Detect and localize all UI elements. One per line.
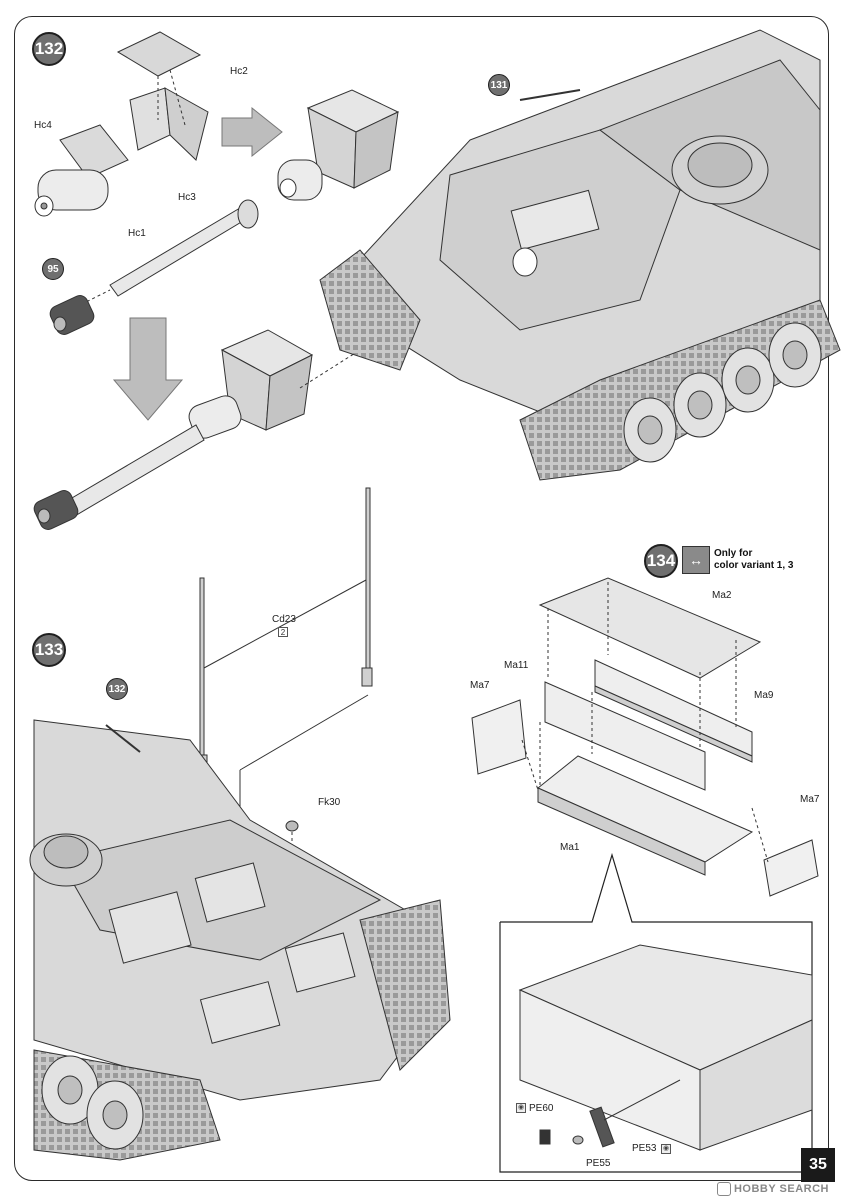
crate-detail bbox=[518, 944, 813, 1151]
label-ma9: Ma9 bbox=[754, 690, 774, 701]
page-number: 35 bbox=[801, 1148, 835, 1182]
label-hc4: Hc4 bbox=[34, 120, 52, 131]
label-ma2: Ma2 bbox=[712, 590, 732, 601]
label-hc1: Hc1 bbox=[128, 228, 146, 239]
photo-etch-icon: ◉ bbox=[516, 1103, 526, 1113]
label-hc3: Hc3 bbox=[178, 192, 196, 203]
detail-callout bbox=[499, 852, 813, 1173]
label-ma7-right: Ma7 bbox=[800, 794, 820, 805]
step132-mantlet-parts bbox=[34, 31, 209, 217]
tank-rear-view bbox=[29, 719, 451, 1161]
variant-icon: ↔ bbox=[682, 546, 710, 574]
ref-131-badge: 131 bbox=[488, 74, 510, 96]
photo-etch-icon: ◉ bbox=[661, 1144, 671, 1154]
watermark-text: HOBBY SEARCH bbox=[733, 1183, 829, 1195]
label-pe53: PE53 bbox=[632, 1143, 657, 1154]
down-arrow-icon bbox=[112, 317, 184, 421]
variant-note-line2: color variant 1, 3 bbox=[714, 560, 794, 571]
variant-note-line1: Only for bbox=[714, 548, 753, 559]
label-pe55: PE55 bbox=[586, 1158, 611, 1169]
label-ma1: Ma1 bbox=[560, 842, 580, 853]
muzzle-brake-95 bbox=[49, 295, 95, 335]
label-fk30: Fk30 bbox=[318, 797, 341, 808]
label-cd23-quantity: 2 bbox=[278, 627, 288, 637]
right-arrow-icon bbox=[221, 106, 283, 158]
assembled-mantlet bbox=[277, 89, 400, 201]
watermark: HOBBY SEARCH bbox=[716, 1182, 829, 1196]
page-border bbox=[14, 16, 829, 1181]
step-134-badge: 134 bbox=[644, 544, 678, 578]
label-cd23: Cd23 bbox=[272, 614, 296, 625]
crate-exploded bbox=[471, 577, 819, 897]
variant-note: Only for color variant 1, 3 bbox=[714, 548, 793, 572]
ref-132-badge: 132 bbox=[106, 678, 128, 700]
label-ma7-left: Ma7 bbox=[470, 680, 490, 691]
label-hc2: Hc2 bbox=[230, 66, 248, 77]
full-gun-assembly bbox=[33, 329, 361, 530]
ref-95-badge: 95 bbox=[42, 258, 64, 280]
step-133-badge: 133 bbox=[32, 633, 66, 667]
step-132-badge: 132 bbox=[32, 32, 66, 66]
tank-front-view bbox=[319, 29, 841, 481]
hc1-barrel bbox=[59, 199, 259, 316]
watermark-logo-icon bbox=[716, 1182, 731, 1196]
label-ma11: Ma11 bbox=[504, 660, 529, 671]
label-pe60: PE60 bbox=[529, 1103, 554, 1114]
antenna-cd23 bbox=[196, 487, 373, 820]
